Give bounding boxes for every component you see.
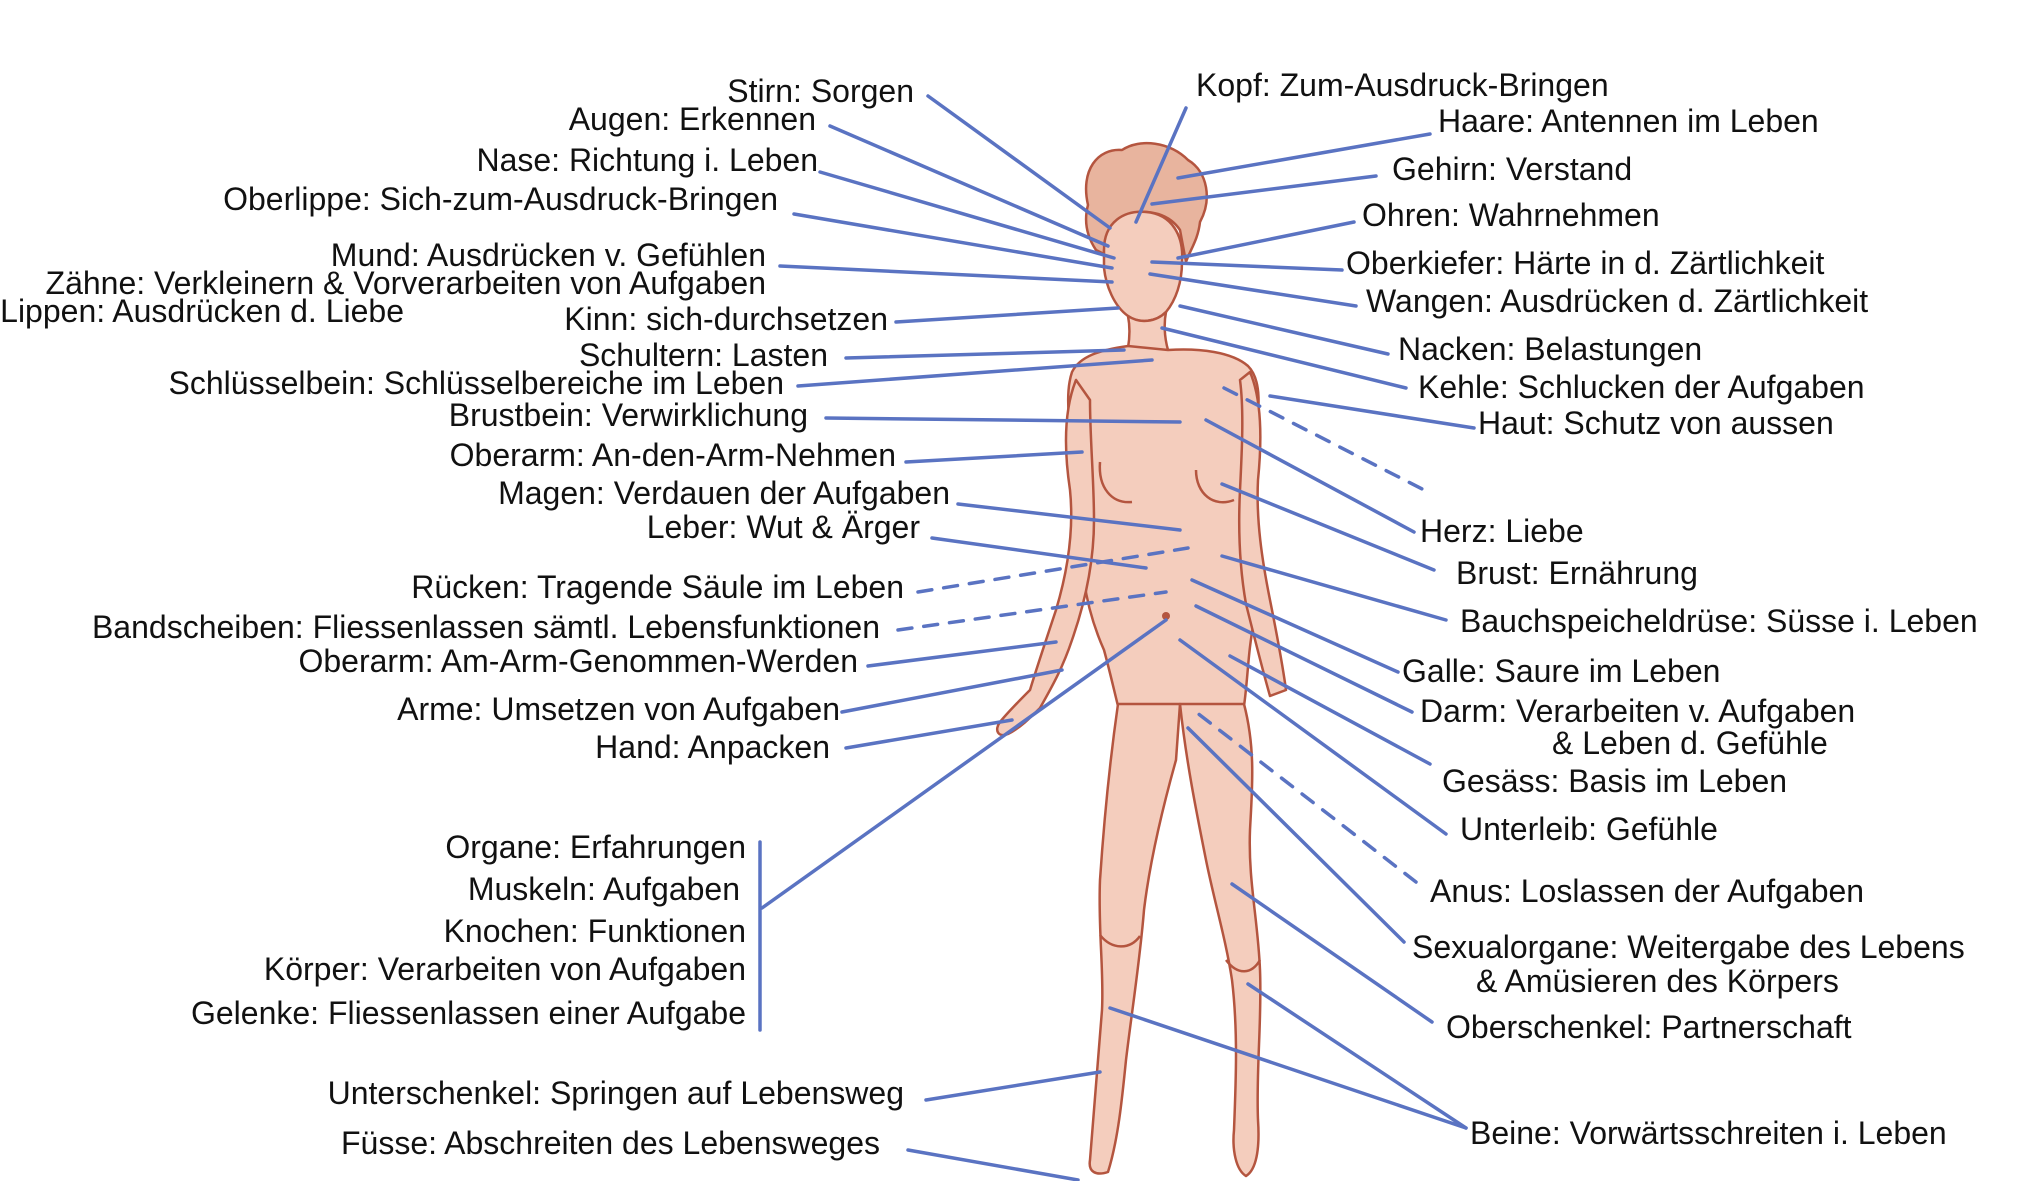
label-unterleib: Unterleib: Gefühle [1460, 811, 1718, 847]
line-wangen [1150, 274, 1356, 306]
label-lippen: Lippen: Ausdrücken d. Liebe [0, 293, 404, 329]
head-shape [1104, 212, 1182, 321]
label-bauchspeicheldruese: Bauchspeicheldrüse: Süsse i. Leben [1460, 603, 1978, 639]
human-figure [997, 143, 1286, 1176]
label-brust: Brust: Ernährung [1456, 555, 1698, 591]
label-anus: Anus: Loslassen der Aufgaben [1430, 873, 1864, 909]
label-darm-2: & Leben d. Gefühle [1552, 725, 1828, 761]
line-beine-1 [1110, 1008, 1466, 1128]
line-schultern [846, 350, 1124, 358]
label-hand: Hand: Anpacken [595, 729, 830, 765]
label-arme: Arme: Umsetzen von Aufgaben [397, 691, 840, 727]
label-muskeln: Muskeln: Aufgaben [468, 871, 740, 907]
label-schluesselbein: Schlüsselbein: Schlüsselbereiche im Lebe… [169, 365, 784, 401]
label-kopf: Kopf: Zum-Ausdruck-Bringen [1196, 67, 1609, 103]
label-nacken: Nacken: Belastungen [1398, 331, 1702, 367]
label-ohren: Ohren: Wahrnehmen [1362, 197, 1660, 233]
label-koerper: Körper: Verarbeiten von Aufgaben [264, 951, 746, 987]
label-ruecken: Rücken: Tragende Säule im Leben [411, 569, 904, 605]
label-knochen: Knochen: Funktionen [444, 913, 746, 949]
leg-right-shape [1180, 704, 1260, 1176]
labels-group: Organe: Erfahrungen Muskeln: Aufgaben Kn… [191, 829, 746, 1031]
label-oberarm-1: Oberarm: An-den-Arm-Nehmen [450, 437, 896, 473]
label-beine: Beine: Vorwärtsschreiten i. Leben [1470, 1115, 1947, 1151]
label-sexualorgane-2: & Amüsieren des Körpers [1476, 963, 1839, 999]
line-kinn [896, 308, 1118, 322]
line-mund [780, 266, 1112, 282]
line-unterschenkel [926, 1072, 1100, 1100]
label-oberarm-2: Oberarm: Am-Arm-Genommen-Werden [298, 643, 858, 679]
label-wangen: Wangen: Ausdrücken d. Zärtlichkeit [1366, 283, 1868, 319]
label-oberschenkel: Oberschenkel: Partnerschaft [1446, 1009, 1852, 1045]
label-organe: Organe: Erfahrungen [445, 829, 746, 865]
label-magen: Magen: Verdauen der Aufgaben [498, 475, 950, 511]
label-bandscheiben: Bandscheiben: Fliessenlassen sämtl. Lebe… [92, 609, 880, 645]
torso-shape [1068, 346, 1258, 706]
label-kehle: Kehle: Schlucken der Aufgaben [1418, 369, 1865, 405]
label-nase: Nase: Richtung i. Leben [476, 142, 818, 178]
label-haut: Haut: Schutz von aussen [1478, 405, 1834, 441]
label-herz: Herz: Liebe [1420, 513, 1584, 549]
label-haare: Haare: Antennen im Leben [1438, 103, 1819, 139]
line-oberarm-2 [868, 642, 1056, 666]
line-oberschenkel [1232, 884, 1432, 1022]
label-unterschenkel: Unterschenkel: Springen auf Lebensweg [328, 1075, 904, 1111]
line-beine-2 [1248, 984, 1466, 1128]
label-sexualorgane: Sexualorgane: Weitergabe des Lebens [1412, 929, 1965, 965]
line-nacken [1180, 306, 1388, 354]
line-ohren [1178, 222, 1354, 258]
label-gehirn: Gehirn: Verstand [1392, 151, 1632, 187]
label-darm: Darm: Verarbeiten v. Aufgaben [1420, 693, 1855, 729]
label-fuesse: Füsse: Abschreiten des Lebensweges [341, 1125, 880, 1161]
line-fuesse [908, 1150, 1078, 1180]
line-hand [846, 720, 1012, 748]
label-gelenke: Gelenke: Fliessenlassen einer Aufgabe [191, 995, 746, 1031]
label-oberkiefer: Oberkiefer: Härte in d. Zärtlichkeit [1346, 245, 1825, 281]
line-oberlippe [794, 214, 1112, 268]
label-kinn: Kinn: sich-durchsetzen [564, 301, 888, 337]
label-galle: Galle: Saure im Leben [1402, 653, 1720, 689]
label-gesaess: Gesäss: Basis im Leben [1442, 763, 1787, 799]
label-leber: Leber: Wut & Ärger [647, 509, 921, 545]
label-augen: Augen: Erkennen [569, 101, 816, 137]
label-brustbein: Brustbein: Verwirklichung [449, 397, 808, 433]
line-oberarm-1 [906, 452, 1082, 462]
label-oberlippe: Oberlippe: Sich-zum-Ausdruck-Bringen [223, 181, 778, 217]
